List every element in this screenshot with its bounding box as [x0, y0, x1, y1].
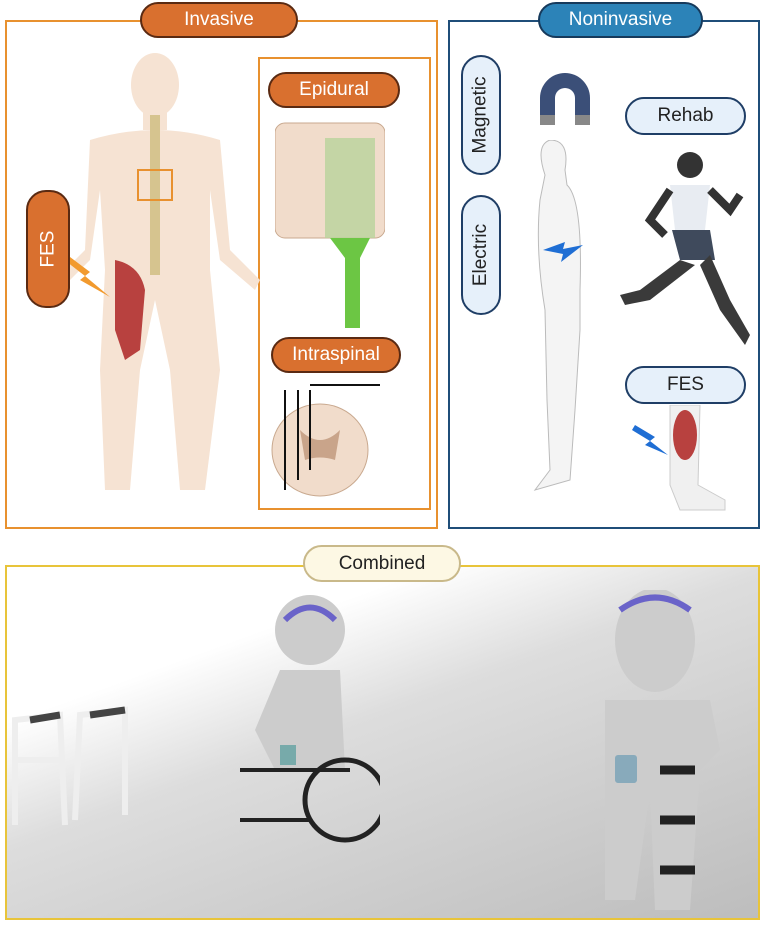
fes-noninvasive-label: FES: [625, 366, 746, 404]
walker-illustration: [12, 706, 128, 826]
invasive-title: Invasive: [140, 2, 298, 38]
fes-invasive-label: FES: [26, 190, 70, 308]
invasive-inner-panel: [258, 57, 431, 510]
noninvasive-title: Noninvasive: [538, 2, 703, 38]
magnetic-label: Magnetic: [461, 55, 501, 175]
wheelchair-figure-illustration: [240, 595, 380, 843]
intraspinal-cross-section-illustration: [271, 384, 380, 497]
electric-label: Electric: [461, 195, 501, 315]
runner-illustration: [620, 152, 750, 345]
lightning-icon: [543, 242, 583, 262]
epidural-spinal-cord-illustration: [275, 122, 385, 328]
standing-human-illustration: [533, 140, 581, 491]
epidural-label: Epidural: [268, 72, 400, 108]
lightning-icon: [67, 257, 110, 297]
rehab-label: Rehab: [625, 97, 746, 135]
fes-leg-illustration: [632, 405, 726, 511]
magnet-icon: [540, 73, 590, 125]
human-body-illustration: [70, 53, 260, 490]
intraspinal-label: Intraspinal: [271, 337, 401, 373]
combined-title: Combined: [303, 545, 461, 582]
standing-figure-exoskeleton-illustration: [605, 590, 720, 910]
